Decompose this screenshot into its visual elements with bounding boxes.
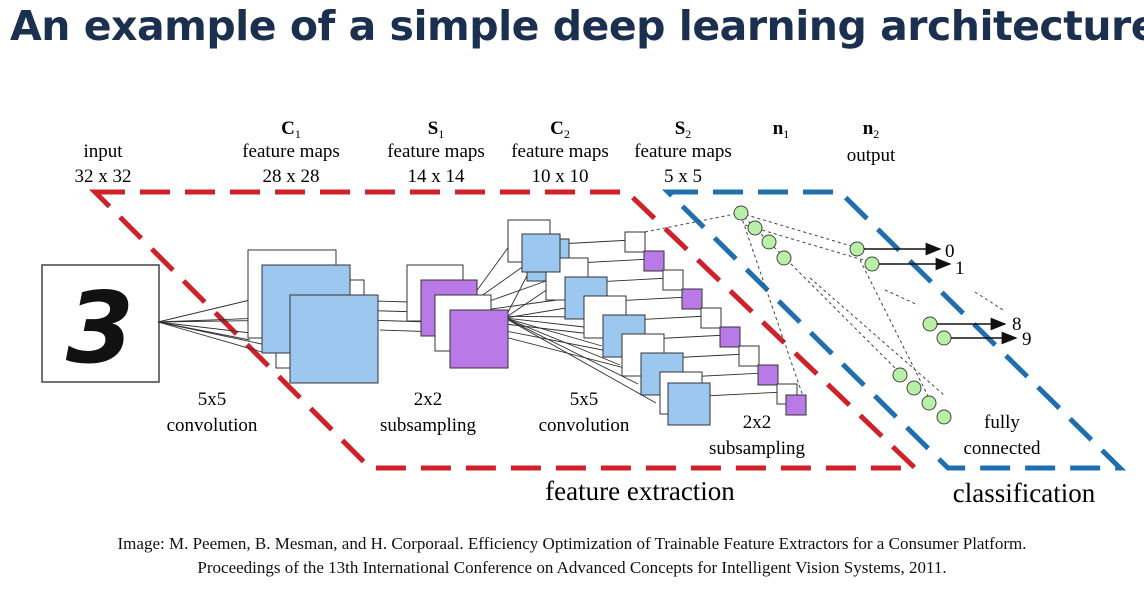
c2-feature-map: [521, 233, 561, 273]
s2-feature-map: [700, 307, 722, 329]
layer-label-line2: 32 x 32: [75, 166, 132, 187]
layer-name: n1: [773, 118, 790, 141]
s2-feature-map: [662, 269, 684, 291]
layer-name: C1: [281, 118, 301, 141]
layer-label-line2: 10 x 10: [532, 166, 589, 187]
connection-line: [157, 321, 251, 341]
neurons: [733, 205, 952, 425]
input-image: 3: [41, 264, 160, 386]
op-sub1-label: 2x2 subsampling: [380, 389, 477, 436]
connection-line: [504, 269, 531, 319]
connection-line: [504, 317, 585, 328]
dotted-connection: [974, 291, 1004, 311]
layer-c2-label: C2 feature maps 10 x 10: [511, 118, 609, 187]
layer-s2-label: S2 feature maps 5 x 5: [634, 118, 732, 187]
n2-neuron: [849, 241, 865, 257]
s2-feature-map: [643, 250, 665, 272]
classification-label: classification: [953, 478, 1096, 508]
layer-s1-label: S1 feature maps 14 x 14: [387, 118, 485, 187]
output-label-0: 0: [945, 241, 955, 262]
layer-name: C2: [550, 118, 570, 141]
input-digit: 3: [66, 272, 134, 386]
output-label-1: 1: [955, 258, 965, 279]
feature-maps: [247, 219, 807, 426]
citation-line-2: Proceedings of the 13th International Co…: [197, 558, 947, 577]
s1-feature-map: [449, 309, 509, 369]
layer-label-line1: feature maps: [634, 141, 732, 162]
connection-line: [504, 317, 603, 347]
s2-feature-map: [738, 345, 760, 367]
op-label-line1: 5x5: [198, 389, 227, 410]
op-label-line1: 2x2: [414, 389, 443, 410]
op-fc-label: fully connected: [963, 412, 1041, 459]
dotted-connection: [884, 289, 919, 306]
op-label-line2: subsampling: [709, 438, 806, 459]
s2-feature-map: [719, 326, 741, 348]
connection-line: [504, 317, 657, 404]
n1-neuron: [921, 395, 937, 411]
n1-neuron: [761, 234, 777, 250]
connection-line: [504, 317, 639, 385]
feature-extraction-label: feature extraction: [545, 476, 735, 506]
layer-label-line2: 5 x 5: [664, 166, 702, 187]
n1-neuron: [776, 250, 792, 266]
c1-feature-map: [289, 294, 379, 384]
classification-region: [661, 189, 1127, 471]
s2-feature-map: [624, 231, 646, 253]
citation-line-1: Image: M. Peemen, B. Mesman, and H. Corp…: [117, 534, 1027, 553]
layer-input-label: input 32 x 32: [75, 141, 132, 187]
layer-label-line1: output: [847, 145, 896, 166]
op-label-line1: fully: [984, 412, 1020, 433]
n2-neuron: [864, 256, 880, 272]
n1-neuron: [906, 380, 922, 396]
n2-neuron: [936, 330, 952, 346]
layer-name: S1: [428, 118, 445, 141]
output-arrows: [864, 242, 1018, 345]
dotted-connection: [859, 259, 936, 411]
layer-n2-label: n2 output: [847, 118, 896, 166]
op-label-line1: 2x2: [743, 412, 772, 433]
layer-name: n2: [863, 118, 880, 141]
layer-label-line1: input: [83, 141, 123, 162]
dotted-connection: [739, 212, 807, 406]
output-label-8: 8: [1012, 314, 1022, 335]
op-label-line1: 5x5: [570, 389, 599, 410]
op-conv2-label: 5x5 convolution: [539, 389, 630, 436]
s2-feature-map: [681, 288, 703, 310]
layer-n1-label: n1: [773, 118, 790, 141]
op-conv1-label: 5x5 convolution: [167, 389, 258, 436]
output-label-9: 9: [1022, 329, 1032, 350]
layer-label-line1: feature maps: [387, 141, 485, 162]
connection-line: [504, 288, 549, 319]
op-label-line2: subsampling: [380, 415, 477, 436]
c2-feature-map: [667, 382, 711, 426]
dotted-connection: [739, 212, 859, 249]
layer-label-line2: 28 x 28: [263, 166, 320, 187]
connection-line: [157, 299, 251, 323]
n1-neuron: [733, 205, 749, 221]
layer-c1-label: C1 feature maps 28 x 28: [242, 118, 340, 187]
n1-neuron: [747, 220, 763, 236]
dotted-connection: [744, 224, 871, 263]
n1-neuron: [892, 367, 908, 383]
connection-line: [157, 321, 263, 353]
dotted-connection: [809, 277, 945, 396]
dotted-connection: [644, 212, 741, 233]
slide-title: An example of a simple deep learning arc…: [10, 2, 1144, 50]
layer-name: S2: [675, 118, 692, 141]
layer-label-line2: 14 x 14: [408, 166, 466, 187]
op-label-line2: convolution: [167, 415, 258, 436]
n1-neuron: [936, 409, 952, 425]
s2-feature-map: [757, 364, 779, 386]
op-label-line2: convolution: [539, 415, 630, 436]
op-sub2-label: 2x2 subsampling: [709, 412, 806, 459]
n2-neuron: [922, 316, 938, 332]
s2-feature-map: [785, 394, 807, 416]
layer-label-line1: feature maps: [242, 141, 340, 162]
connection-line: [504, 317, 621, 366]
op-label-line2: connected: [963, 438, 1041, 459]
layer-label-line1: feature maps: [511, 141, 609, 162]
